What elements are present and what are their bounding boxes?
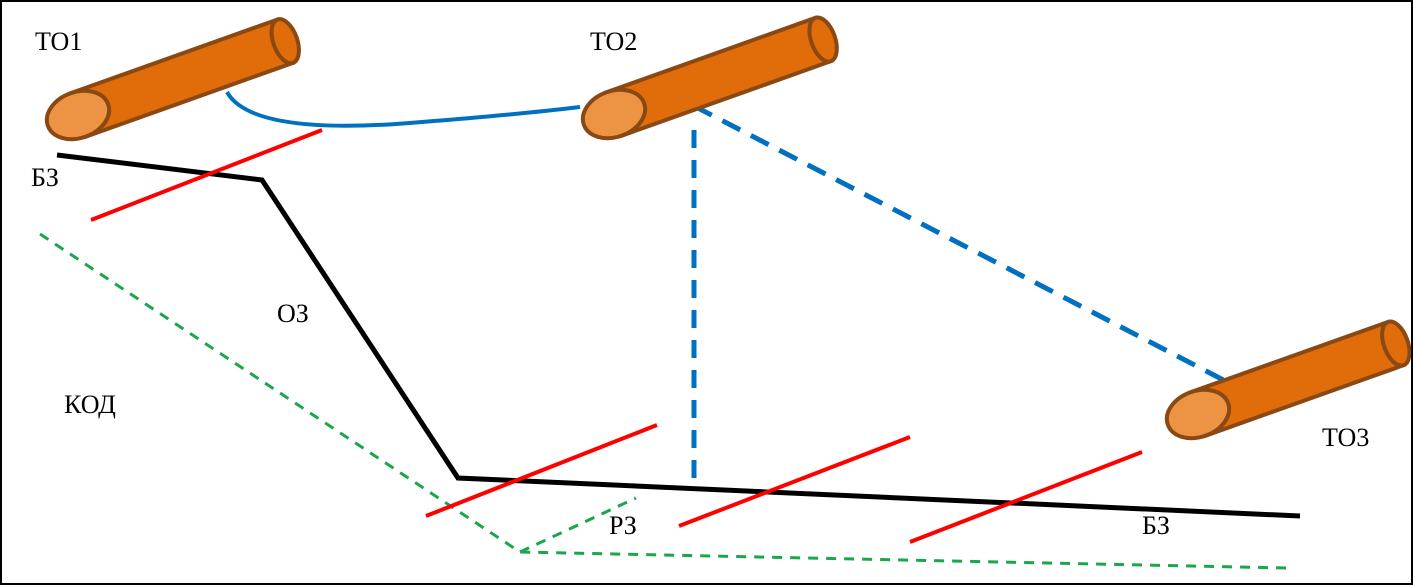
kod-line-main: [39, 232, 1288, 570]
ground-profile-line: [56, 152, 1301, 519]
pipe-icon: [1164, 319, 1411, 441]
label-rz: РЗ: [609, 511, 637, 540]
label-to1: ТО1: [35, 27, 82, 56]
label-kod: КОД: [64, 390, 116, 419]
red-line-2: [425, 423, 658, 518]
connection-to1-to2: [225, 90, 581, 128]
connection-to2-to3: [692, 103, 1239, 390]
label-bz-top: БЗ: [31, 163, 59, 192]
label-oz: ОЗ: [277, 299, 309, 328]
red-line-1: [90, 128, 323, 222]
red-line-4: [909, 450, 1143, 544]
label-to3: ТО3: [1322, 423, 1369, 452]
label-bz-bottom: БЗ: [1142, 511, 1170, 540]
red-line-3: [678, 435, 911, 528]
pipe-icon: [44, 16, 301, 142]
label-to2: ТО2: [590, 27, 637, 56]
kod-line-branch: [519, 496, 637, 554]
pipe-icon: [580, 15, 839, 141]
